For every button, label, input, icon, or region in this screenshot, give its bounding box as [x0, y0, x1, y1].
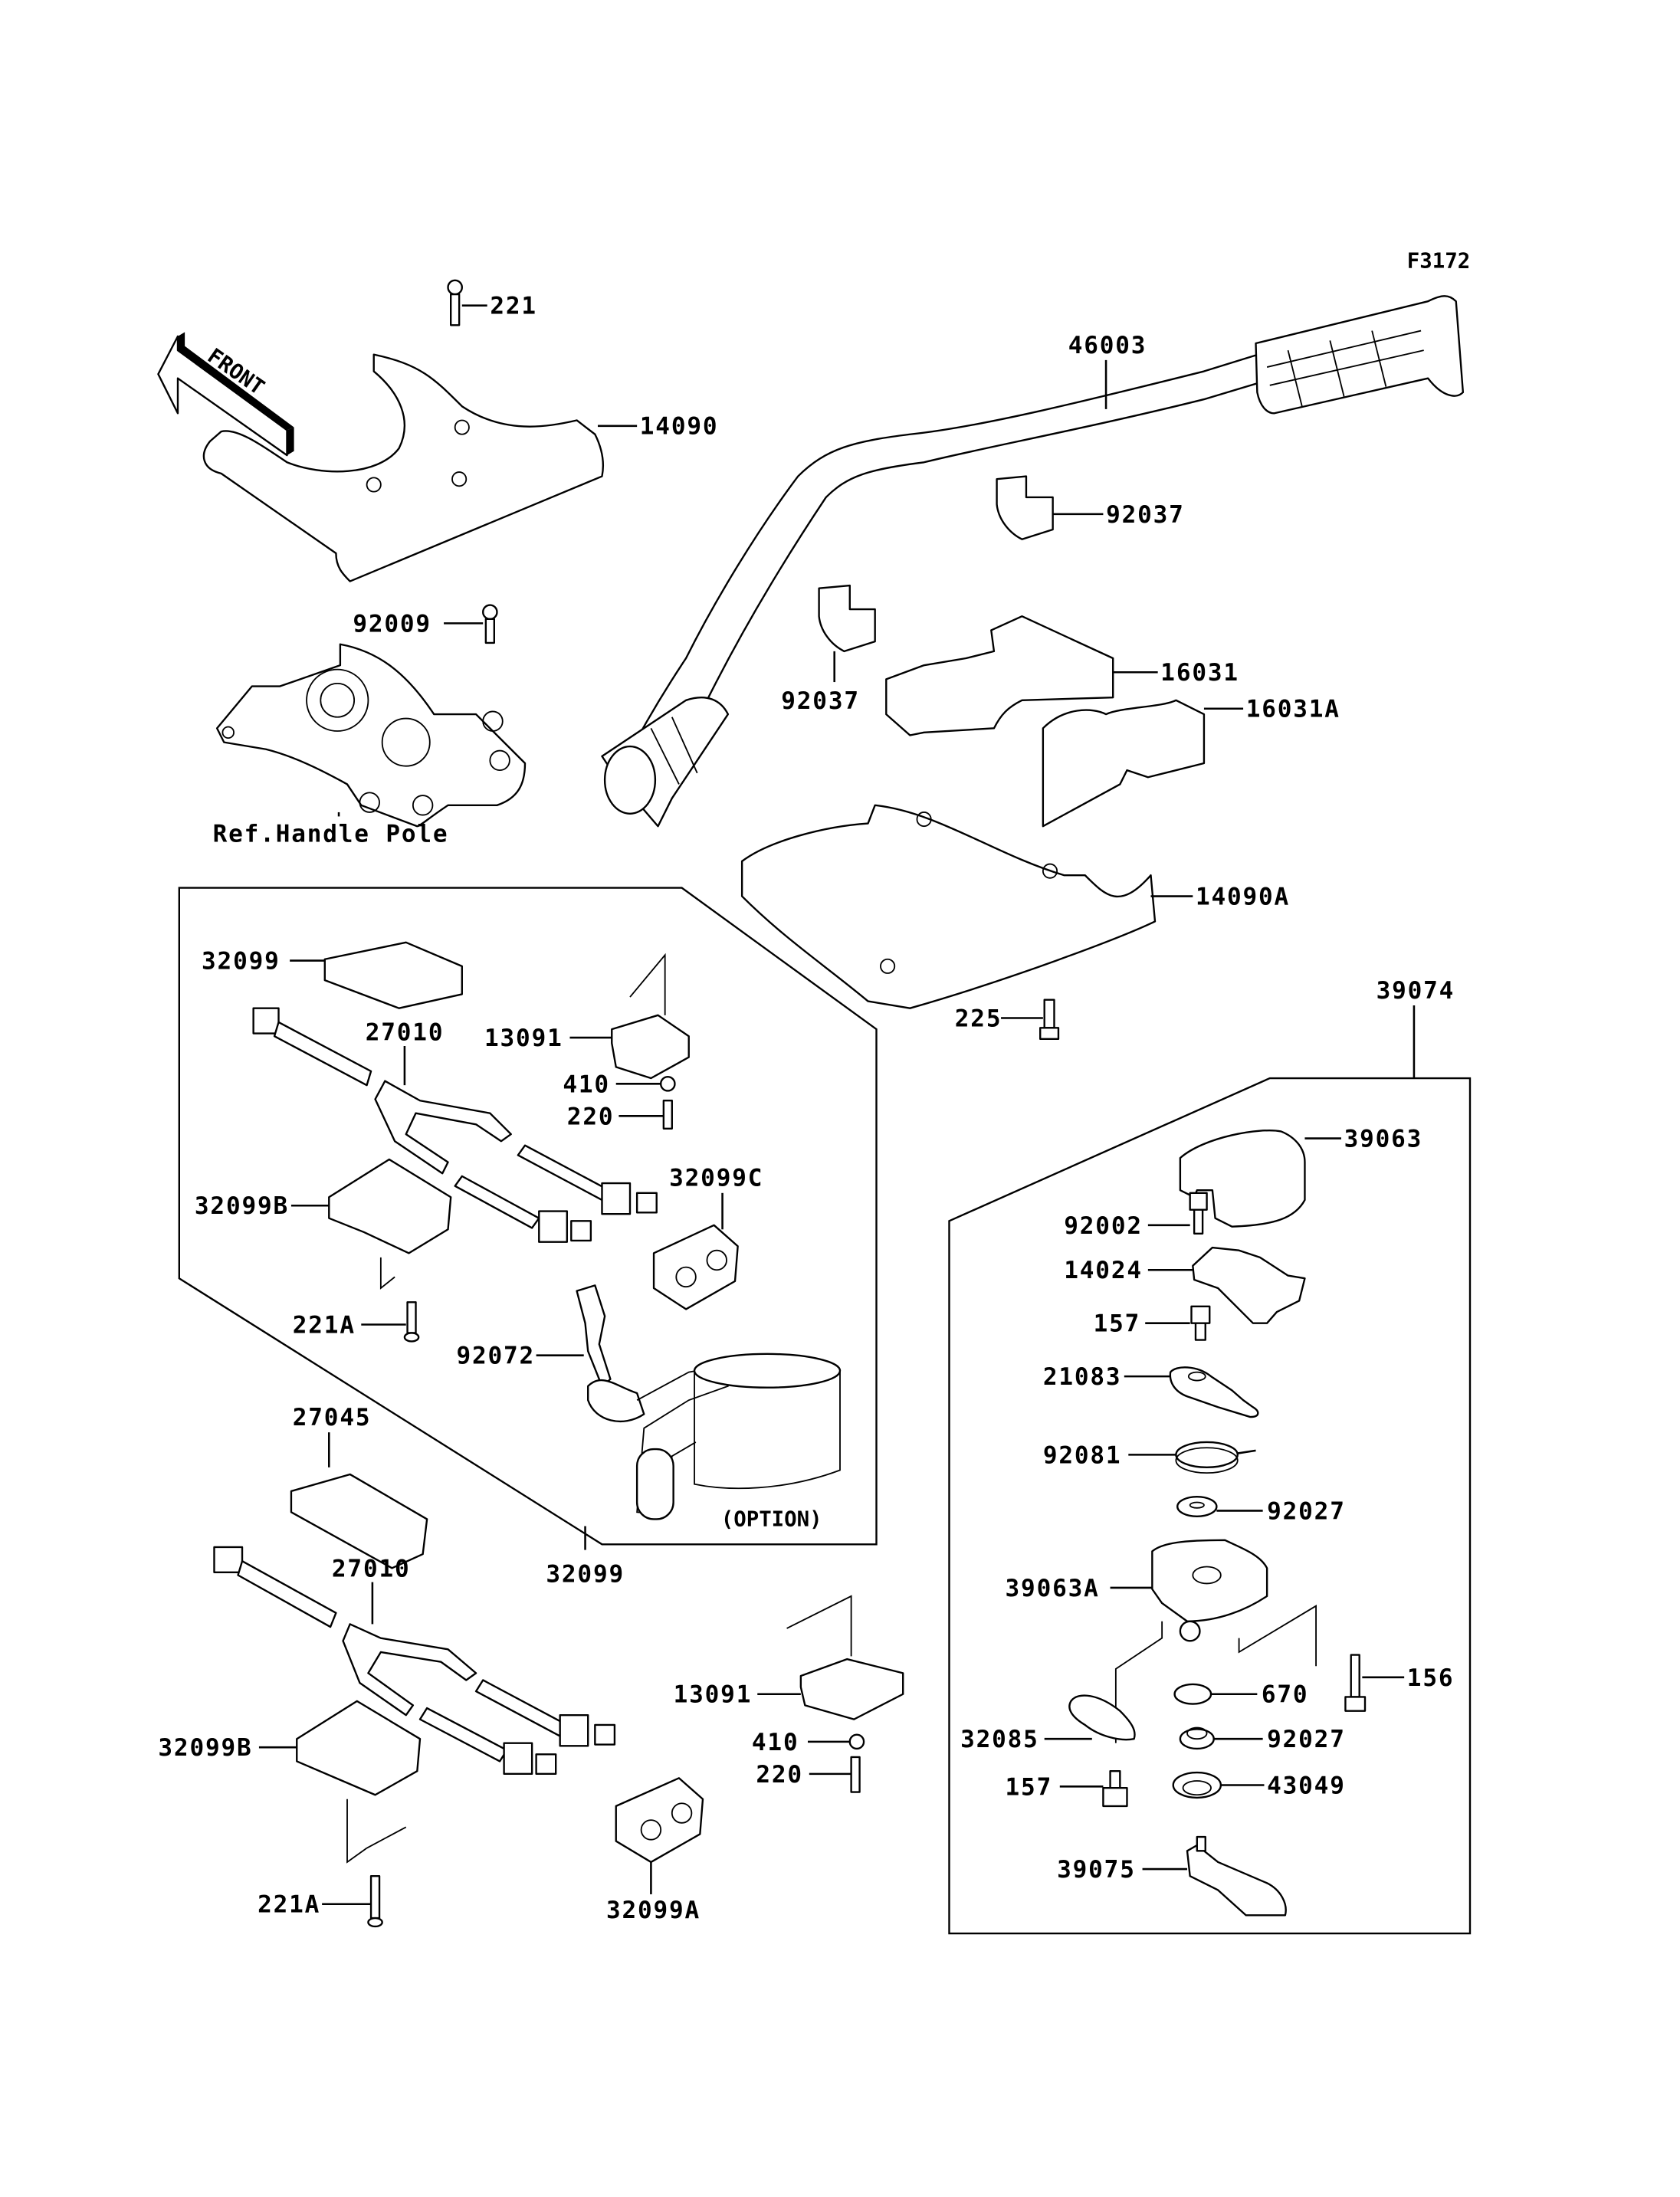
callout-220-opt: 220 — [567, 1103, 615, 1130]
part-32099B[interactable]: 32099B — [158, 1700, 422, 1864]
callout-92072: 92072 — [456, 1343, 535, 1370]
part-32099-opt[interactable]: 32099 — [202, 941, 463, 1009]
part-16031[interactable]: 16031 — [885, 615, 1239, 736]
part-14090[interactable]: 14090 — [202, 353, 719, 582]
part-157-lower[interactable]: 157 — [1006, 1770, 1128, 1808]
part-92081[interactable]: 92081 — [1043, 1441, 1256, 1474]
callout-32099-opt: 32099 — [202, 948, 281, 976]
part-39063A[interactable]: 39063A — [1006, 1539, 1317, 1743]
handle-pole-reference: Ref.Handle Pole — [213, 643, 527, 848]
callout-410-opt: 410 — [563, 1071, 610, 1098]
callout-156: 156 — [1407, 1664, 1455, 1692]
figure-code: F3172 — [1407, 249, 1470, 273]
callout-14090A: 14090A — [1196, 884, 1290, 911]
callout-32099B-opt: 32099B — [195, 1192, 289, 1220]
callout-92037-lower: 92037 — [781, 687, 860, 715]
part-221[interactable]: 221 — [447, 279, 537, 326]
callout-32099A: 32099A — [606, 1897, 701, 1924]
part-46003[interactable]: 46003 — [601, 295, 1465, 828]
callout-27045: 32099 — [546, 1561, 625, 1589]
callout-14024: 14024 — [1064, 1257, 1143, 1284]
switch-assembly-box: 32099 (OPTION) — [178, 887, 878, 1589]
callout-16031: 16031 — [1160, 659, 1239, 687]
part-225[interactable]: 225 — [955, 998, 1060, 1041]
callout-157-upper: 157 — [1094, 1310, 1141, 1338]
callout-13091: 13091 — [674, 1681, 753, 1709]
part-32099[interactable]: 27045 — [290, 1404, 428, 1569]
callout-92027-lower: 92027 — [1267, 1726, 1346, 1753]
callout-221: 221 — [490, 293, 537, 320]
part-21083[interactable]: 21083 — [1043, 1363, 1259, 1418]
callout-410: 410 — [752, 1729, 799, 1756]
part-32085[interactable]: 32085 — [960, 1694, 1136, 1754]
part-14024[interactable]: 14024 — [1064, 1246, 1306, 1324]
callout-92009: 92009 — [353, 610, 431, 638]
part-32099A[interactable]: 32099A — [606, 1777, 704, 1924]
part-221A-opt[interactable]: 221A — [293, 1301, 420, 1343]
part-157-upper[interactable]: 157 — [1094, 1305, 1211, 1341]
callout-32099B: 32099B — [158, 1734, 252, 1762]
part-410-opt[interactable]: 410 — [563, 1071, 676, 1098]
callout-92002: 92002 — [1064, 1212, 1143, 1240]
callout-14090: 14090 — [640, 413, 719, 441]
part-92037-upper[interactable]: 92037 — [996, 475, 1185, 540]
part-92027-lower[interactable]: 92027 — [1179, 1726, 1346, 1753]
part-13091-opt[interactable]: 13091 — [484, 953, 690, 1080]
part-156[interactable]: 156 — [1344, 1654, 1455, 1712]
part-43049[interactable]: 43049 — [1172, 1771, 1346, 1799]
callout-92037-upper: 92037 — [1106, 501, 1185, 529]
callout-670: 670 — [1262, 1681, 1309, 1709]
callout-221A: 221A — [258, 1891, 320, 1919]
callout-39063: 39063 — [1344, 1126, 1423, 1153]
callout-13091-opt: 13091 — [484, 1025, 563, 1052]
callout-39063A: 39063A — [1006, 1575, 1100, 1602]
callout-43049: 43049 — [1267, 1772, 1346, 1799]
callout-92027-upper: 92027 — [1267, 1497, 1346, 1525]
part-670[interactable]: 670 — [1173, 1681, 1309, 1709]
throttle-assembly-box: 39074 — [948, 977, 1472, 1935]
callout-32099C: 32099C — [669, 1165, 763, 1192]
part-14090A[interactable]: 14090A — [740, 804, 1290, 1009]
part-92072[interactable]: 92072 — [456, 1284, 842, 1520]
callout-225: 225 — [955, 1005, 1002, 1032]
callout-92081: 92081 — [1043, 1441, 1122, 1469]
callout-46003: 46003 — [1068, 332, 1147, 359]
part-92027-upper[interactable]: 92027 — [1176, 1495, 1346, 1525]
part-27010[interactable]: 27010 — [213, 1546, 616, 1776]
part-92002[interactable]: 92002 — [1064, 1192, 1208, 1240]
part-13091[interactable]: 13091 — [674, 1595, 904, 1720]
part-39063[interactable]: 39063 — [1179, 1126, 1423, 1228]
callout-39074: 39074 — [1376, 977, 1455, 1005]
part-220-opt[interactable]: 220 — [567, 1100, 673, 1130]
part-32099C[interactable]: 32099C — [652, 1165, 763, 1310]
part-410[interactable]: 410 — [752, 1729, 865, 1756]
part-32099B-opt[interactable]: 32099B — [195, 1158, 452, 1290]
callout-32099: 27045 — [293, 1404, 372, 1431]
callout-16031A: 16031A — [1246, 696, 1340, 723]
reference-note: Ref.Handle Pole — [213, 820, 449, 848]
callout-39075: 39075 — [1057, 1856, 1136, 1884]
callout-27010-opt: 27010 — [366, 1019, 445, 1047]
part-221A[interactable]: 221A — [258, 1875, 383, 1928]
part-39075[interactable]: 39075 — [1057, 1835, 1287, 1917]
part-92009[interactable]: 92009 — [353, 604, 498, 644]
callout-220: 220 — [756, 1761, 803, 1789]
callout-32085: 32085 — [960, 1726, 1039, 1753]
part-27010-opt[interactable]: 27010 — [252, 1007, 658, 1243]
callout-157-lower: 157 — [1006, 1773, 1053, 1801]
part-220[interactable]: 220 — [756, 1756, 861, 1793]
part-16031A[interactable]: 16031A — [1042, 696, 1340, 828]
callout-21083: 21083 — [1043, 1363, 1122, 1391]
callout-221A-opt: 221A — [293, 1311, 356, 1339]
part-92037-lower[interactable]: 92037 — [781, 584, 876, 715]
option-note: (OPTION) — [721, 1508, 822, 1532]
callout-27010: 27010 — [332, 1555, 411, 1582]
